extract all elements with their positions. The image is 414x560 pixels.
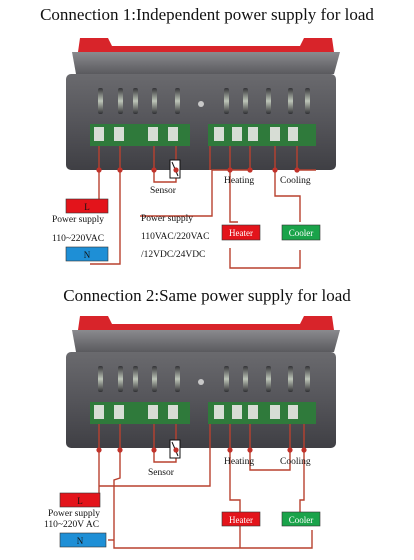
controller-device-1 bbox=[66, 38, 340, 170]
live-terminal-label-2: L bbox=[77, 496, 83, 506]
heater-box-1: Heater bbox=[221, 224, 261, 241]
controller-device-2 bbox=[66, 316, 340, 448]
heating-label-2: Heating bbox=[224, 457, 254, 467]
junction-dots-1 bbox=[96, 167, 300, 173]
terminal-block-left-2 bbox=[90, 402, 190, 424]
vent-slots-1 bbox=[98, 88, 310, 114]
load-supply-voltage-1b: /12VDC/24VDC bbox=[141, 250, 205, 260]
connection-1-title: Connection 1:Independent power supply fo… bbox=[40, 5, 374, 24]
cooler-label-2: Cooler bbox=[289, 515, 314, 525]
terminal-block-right-1 bbox=[208, 124, 316, 146]
cooler-label-1: Cooler bbox=[289, 228, 314, 238]
connection-1-diagram: Sensor Heating Cooling Power supply 110~… bbox=[52, 38, 340, 269]
power-supply-voltage-1: 110~220VAC bbox=[52, 234, 104, 244]
junction-dots-2 bbox=[96, 447, 307, 453]
live-terminal-box-2: L bbox=[59, 492, 101, 508]
terminal-block-right-2 bbox=[208, 402, 316, 424]
heater-label-2: Heater bbox=[229, 515, 253, 525]
live-terminal-box-1: L bbox=[65, 198, 109, 214]
connection-2-diagram: Sensor Heating Cooling Power supply 110~… bbox=[44, 316, 340, 549]
load-supply-label-1: Power supply bbox=[141, 214, 193, 224]
neutral-terminal-label-2: N bbox=[77, 536, 84, 546]
cooling-label-1: Cooling bbox=[280, 176, 311, 186]
terminal-block-left-1 bbox=[90, 124, 190, 146]
power-supply-label-2: Power supply bbox=[48, 509, 100, 519]
live-terminal-label-1: L bbox=[84, 202, 90, 212]
cooling-label-2: Cooling bbox=[280, 457, 311, 467]
heating-label-1: Heating bbox=[224, 176, 254, 186]
heater-box-2: Heater bbox=[221, 511, 261, 527]
cooler-box-2: Cooler bbox=[281, 511, 321, 527]
heater-label-1: Heater bbox=[229, 228, 253, 238]
vent-slots-2 bbox=[98, 366, 310, 392]
sensor-label-1: Sensor bbox=[150, 186, 177, 196]
wires-2 bbox=[98, 424, 313, 549]
neutral-terminal-box-2: N bbox=[59, 532, 107, 548]
neutral-terminal-label-1: N bbox=[84, 250, 91, 260]
power-supply-voltage-2: 110~220V AC bbox=[44, 520, 99, 530]
sensor-label-2: Sensor bbox=[148, 468, 175, 478]
power-supply-label-1: Power supply bbox=[52, 215, 104, 225]
load-supply-voltage-1a: 110VAC/220VAC bbox=[141, 232, 209, 242]
neutral-terminal-box-1: N bbox=[65, 246, 109, 262]
connection-2-title: Connection 2:Same power supply for load bbox=[63, 286, 351, 305]
cooler-box-1: Cooler bbox=[281, 224, 321, 241]
